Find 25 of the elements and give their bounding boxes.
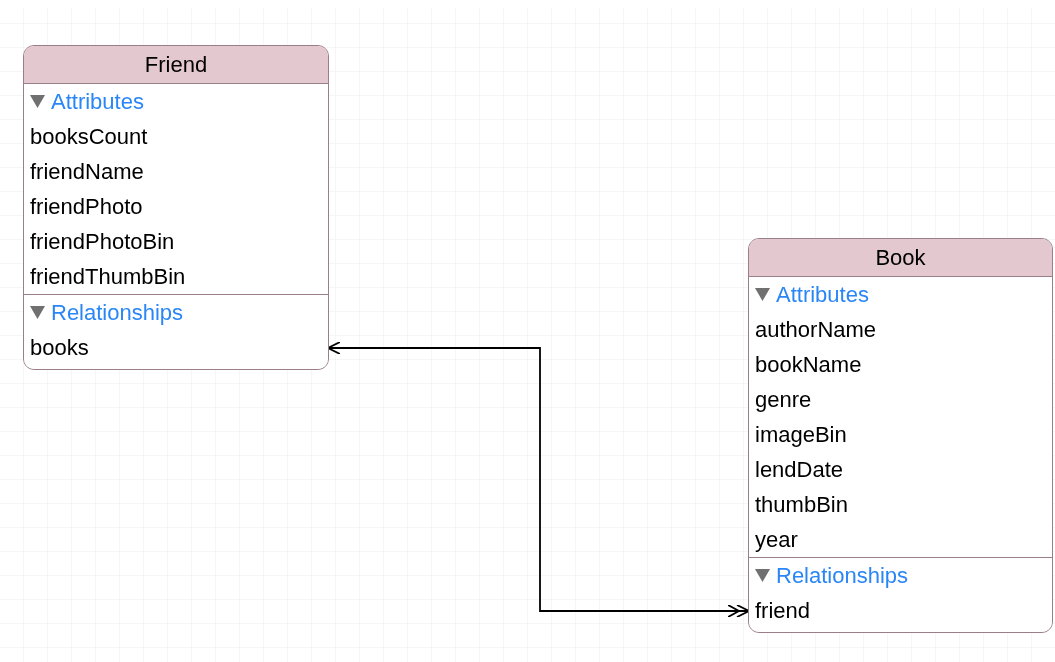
field-name: authorName	[755, 318, 877, 341]
field-name: genre	[755, 388, 812, 411]
entity-title: Friend	[144, 53, 208, 76]
entity-title: Book	[875, 246, 926, 269]
field-name: bookName	[755, 353, 862, 376]
field-name: imageBin	[755, 423, 847, 446]
section-heading: Relationships	[51, 301, 184, 324]
section-heading: Relationships	[776, 564, 909, 587]
relationship-connector	[327, 341, 750, 618]
field-name: friendPhoto	[30, 195, 143, 218]
field-name: friendName	[30, 160, 144, 183]
section-heading: Attributes	[776, 283, 869, 306]
section-heading: Attributes	[51, 90, 144, 113]
field-name: friend	[755, 599, 811, 622]
section-panel	[749, 557, 1052, 632]
field-name: lendDate	[755, 458, 844, 481]
entity-box	[748, 238, 1053, 633]
section-panel	[24, 294, 328, 369]
field-name: books	[30, 336, 89, 359]
field-name: friendPhotoBin	[30, 230, 175, 253]
entity-box	[23, 45, 329, 370]
field-name: year	[755, 528, 798, 551]
field-name: thumbBin	[755, 493, 848, 516]
field-name: booksCount	[30, 125, 148, 148]
field-name: friendThumbBin	[30, 265, 186, 288]
